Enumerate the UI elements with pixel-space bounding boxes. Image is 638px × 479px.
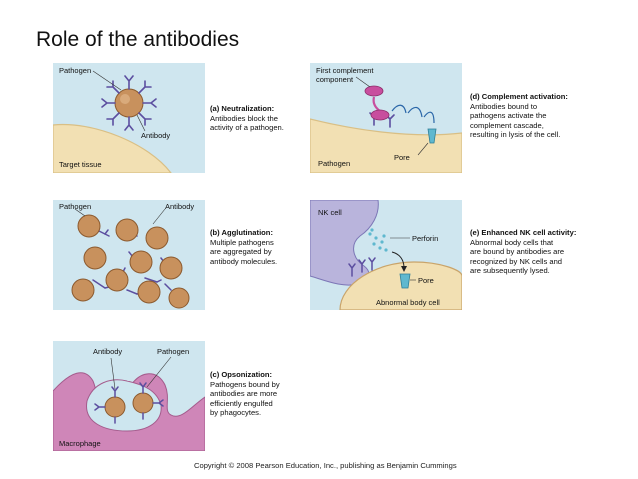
panel-neutralization: Pathogen Antibody Target tissue xyxy=(53,63,205,173)
label-first-complement-component: First complement component xyxy=(316,66,374,84)
label-pathogen: Pathogen xyxy=(318,159,351,168)
label-abnormal-body-cell: Abnormal body cell xyxy=(376,298,440,307)
label-perforin: Perforin xyxy=(412,234,439,243)
label-antibody: Antibody xyxy=(93,347,123,356)
heading-complement-activation: (d) Complement activation: xyxy=(470,92,568,101)
heading-opsonization: (c) Opsonization: xyxy=(210,370,273,379)
text-nk-cell-activity: Abnormal body cells that are bound by an… xyxy=(470,237,565,276)
label-antibody: Antibody xyxy=(165,202,195,211)
panel-opsonization: Antibody Pathogen Macrophage xyxy=(53,341,205,451)
heading-neutralization: (a) Neutralization: xyxy=(210,104,275,113)
copyright-footer: Copyright © 2008 Pearson Education, Inc.… xyxy=(194,461,457,470)
label-pathogen: Pathogen xyxy=(59,66,92,75)
nk-cell-illustration xyxy=(310,200,462,310)
panel-nk-cell-activity: NK cell Perforin Pore Abnormal body cell xyxy=(310,200,462,310)
text-opsonization: Pathogens bound by antibodies are more e… xyxy=(210,379,280,418)
description-neutralization: (a) Neutralization: Antibodies block the… xyxy=(210,104,284,133)
heading-agglutination: (b) Agglutination: xyxy=(210,228,273,237)
label-antibody: Antibody xyxy=(141,131,171,140)
slide-title: Role of the antibodies xyxy=(36,28,240,51)
heading-nk-cell-activity: (e) Enhanced NK cell activity: xyxy=(470,228,577,237)
label-target-tissue: Target tissue xyxy=(59,160,102,169)
panel-agglutination: Pathogen Antibody xyxy=(53,200,205,310)
opsonization-illustration xyxy=(53,356,205,451)
text-complement-activation: Antibodies bound to pathogens activate t… xyxy=(470,101,561,140)
label-pore: Pore xyxy=(418,276,434,285)
label-macrophage: Macrophage xyxy=(59,439,101,448)
panel-complement-activation: First complement component Pore Pathogen xyxy=(310,63,462,173)
label-nk-cell: NK cell xyxy=(318,208,342,217)
neutralization-illustration xyxy=(53,70,172,173)
description-complement-activation: (d) Complement activation: Antibodies bo… xyxy=(470,92,568,140)
label-pathogen: Pathogen xyxy=(59,202,92,211)
label-pore: Pore xyxy=(394,153,410,162)
agglutination-illustration xyxy=(71,208,190,309)
description-opsonization: (c) Opsonization: Pathogens bound by ant… xyxy=(210,370,280,418)
label-pathogen: Pathogen xyxy=(157,347,190,356)
text-neutralization: Antibodies block the activity of a patho… xyxy=(210,113,284,133)
complement-illustration xyxy=(310,76,462,173)
text-agglutination: Multiple pathogens are aggregated by ant… xyxy=(210,237,278,266)
description-nk-cell-activity: (e) Enhanced NK cell activity: Abnormal … xyxy=(470,228,576,276)
description-agglutination: (b) Agglutination: Multiple pathogens ar… xyxy=(210,228,277,266)
